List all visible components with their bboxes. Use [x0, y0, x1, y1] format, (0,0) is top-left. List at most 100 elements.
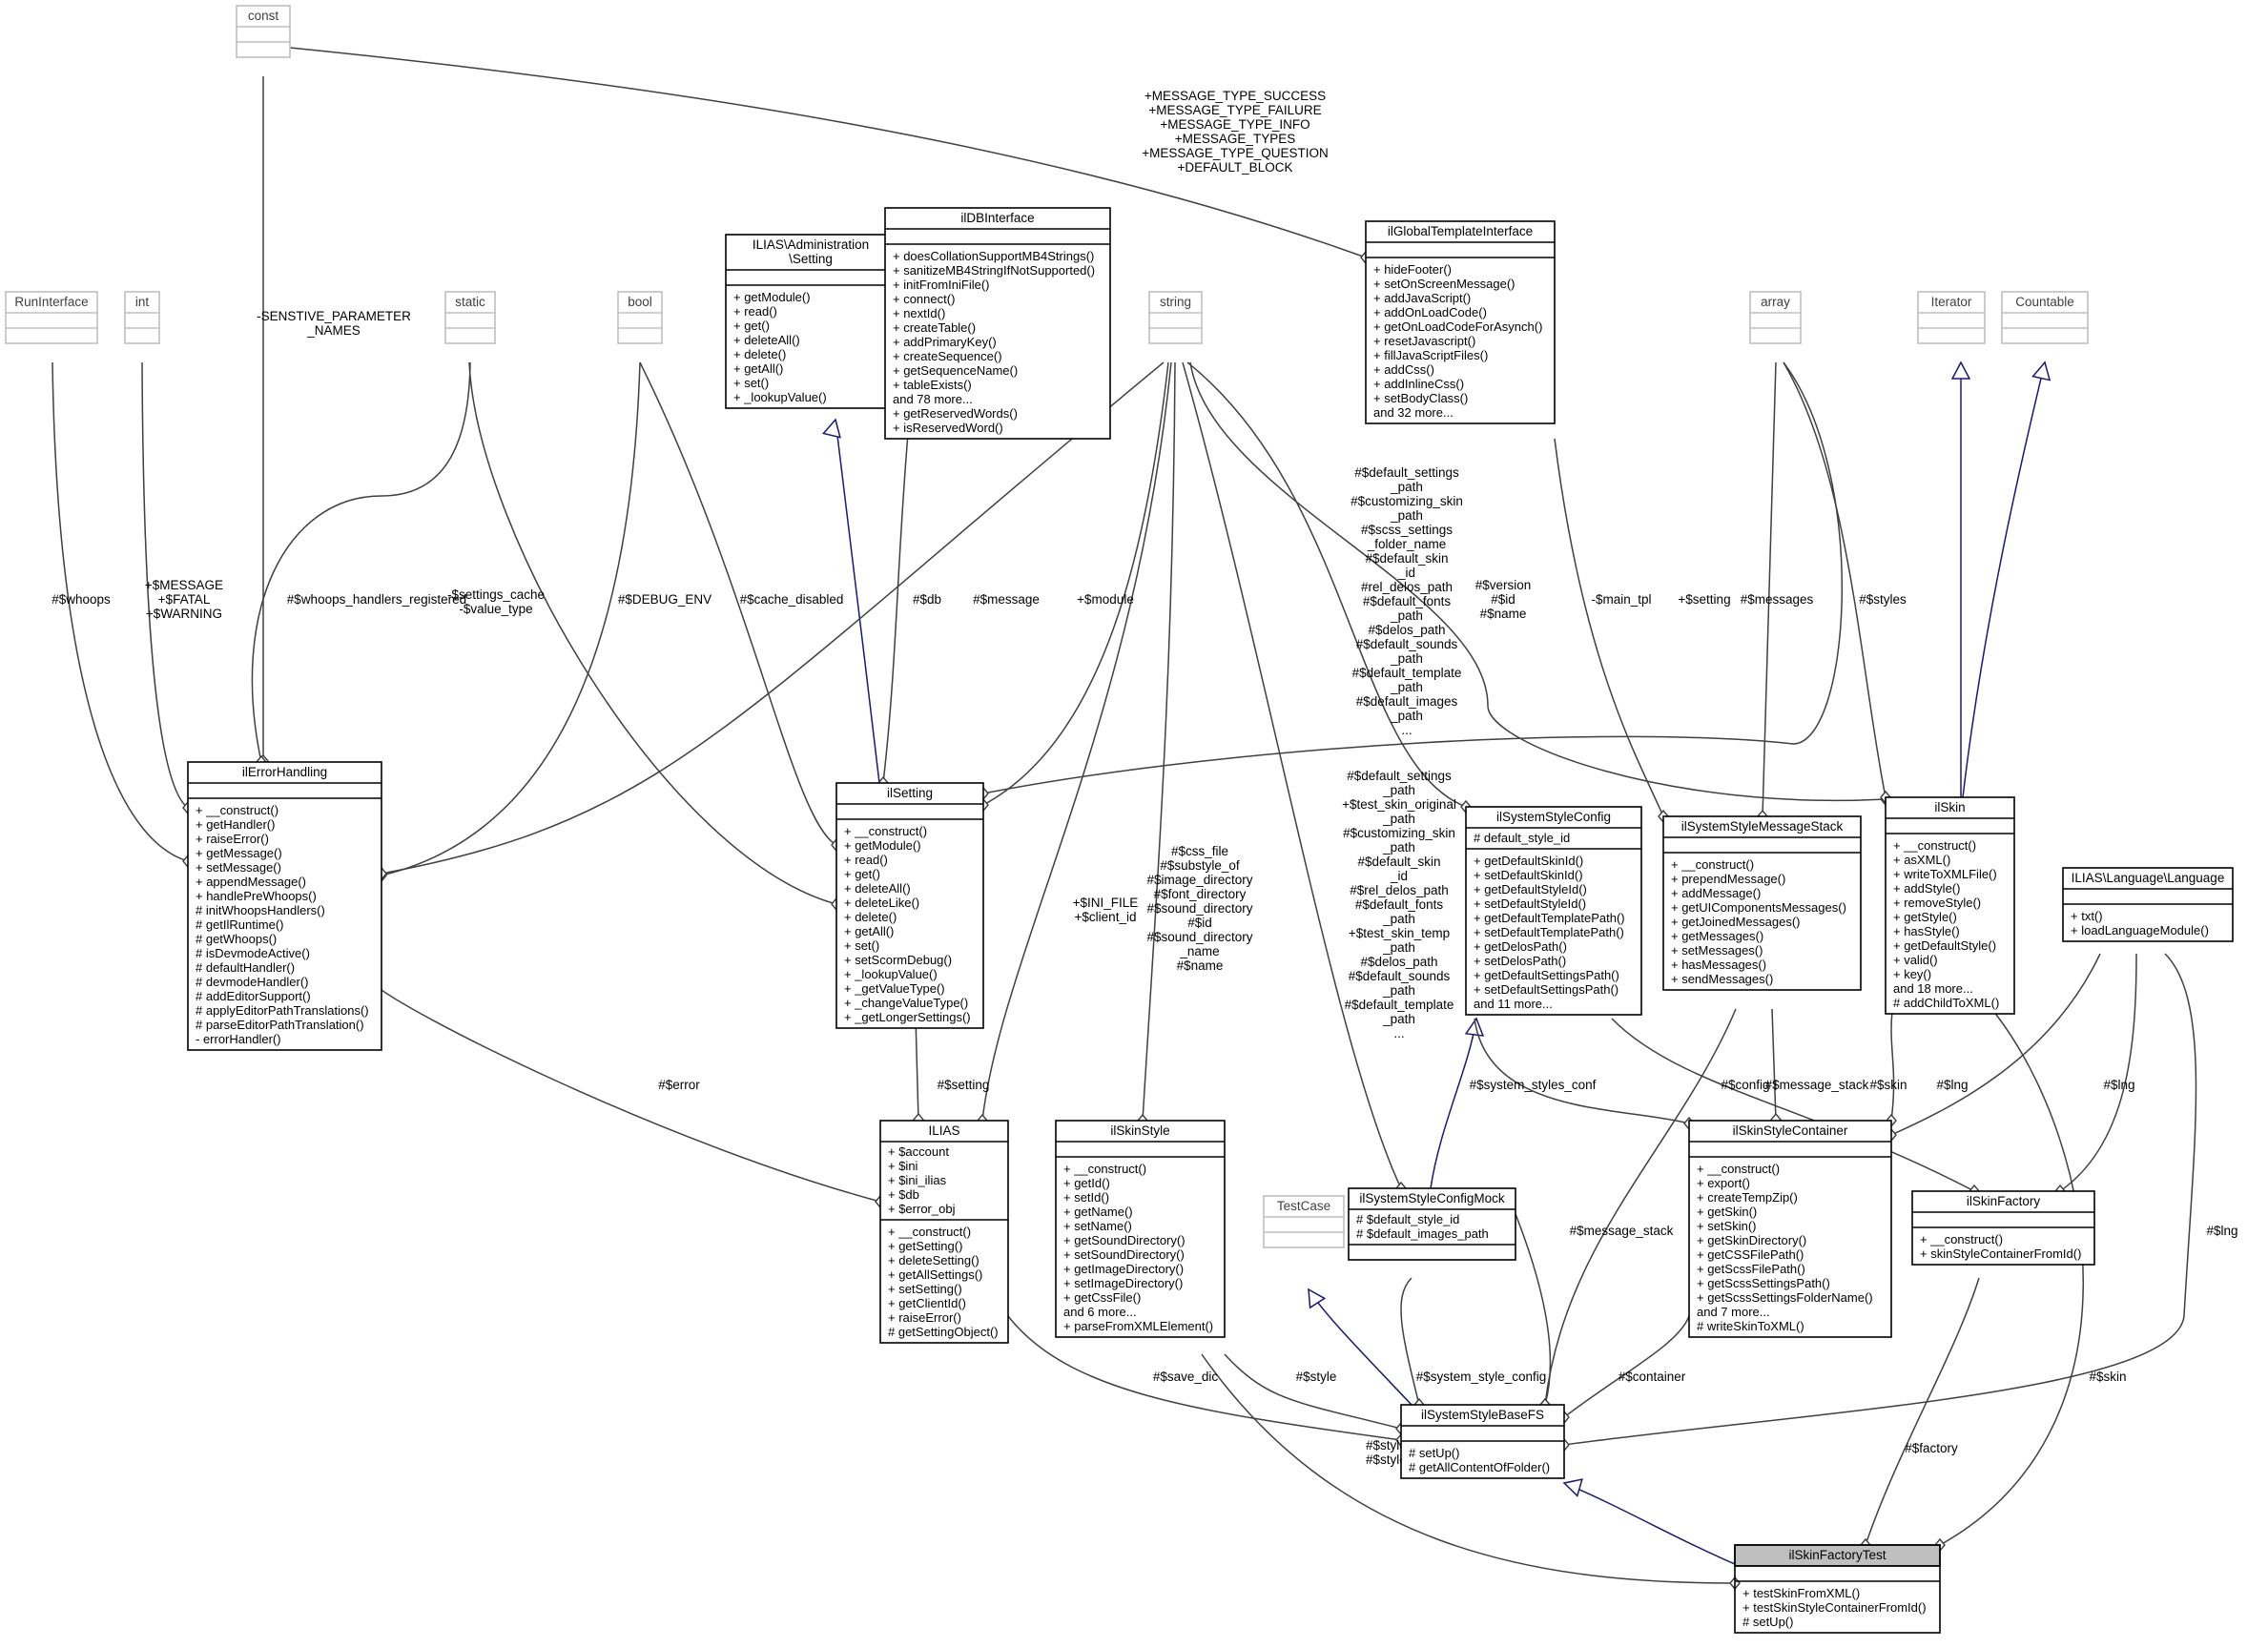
- class-name-line: ilSystemStyleBaseFS: [1421, 1408, 1544, 1422]
- class-attribute: + $db: [888, 1187, 919, 1202]
- class-name-line: Countable: [2015, 295, 2074, 309]
- class-operation: + getStyle(): [1893, 910, 1957, 924]
- inheritance-arrowhead: [1464, 1017, 1485, 1037]
- class-operations: # setUp()# getAllContentOfFolder(): [1409, 1446, 1550, 1474]
- class-operations: + __construct()+ prependMessage()+ addMe…: [1671, 857, 1846, 986]
- class-operations: + txt()+ loadLanguageModule(): [2071, 909, 2209, 937]
- edge-label-whoops: #$whoops: [52, 592, 111, 607]
- class-attribute: + $account: [888, 1144, 949, 1159]
- edge-label-line: #$default_sounds: [1349, 969, 1451, 983]
- class-operation: + getAll(): [844, 924, 894, 938]
- edge-label-main-tpl: -$main_tpl: [1591, 592, 1651, 607]
- class-operation: + getCssFile(): [1063, 1290, 1141, 1305]
- class-box-ilskinstyle: ilSkinStyle+ __construct()+ getId()+ set…: [1055, 1120, 1226, 1338]
- class-operation: + __construct(): [1893, 838, 1976, 853]
- edge-label-sensitive: -SENSTIVE_PARAMETER_NAMES: [257, 309, 411, 338]
- edge-test-skin: [1939, 1010, 2084, 1546]
- class-border: [1148, 291, 1203, 344]
- edge-label-line: _path: [1390, 709, 1423, 723]
- class-attribute: + $ini: [888, 1159, 918, 1173]
- class-operation: + getCSSFilePath(): [1697, 1247, 1804, 1262]
- edge-eh-static: [251, 361, 471, 763]
- class-name-line: Iterator: [1931, 295, 1972, 309]
- class-operation: + _getValueType(): [844, 981, 945, 996]
- edge-setting-bool: [639, 361, 837, 846]
- edge-label-db: #$db: [913, 592, 941, 607]
- class-operation: + fillJavaScriptFiles(): [1373, 348, 1488, 362]
- class-operation: + createTable(): [893, 320, 976, 335]
- class-operation: + read(): [844, 853, 888, 867]
- edge-skin-string: [1189, 361, 1887, 802]
- class-border: [1662, 815, 1862, 991]
- class-name-line: ilSystemStyleConfigMock: [1359, 1191, 1505, 1205]
- edge-label-line: +$MESSAGE: [145, 578, 223, 592]
- edge-label-line: +$INI_FILE: [1073, 896, 1139, 910]
- class-border: [879, 1120, 1009, 1344]
- class-box-adminsetting: ILIAS\Administration\Setting+ getModule(…: [725, 234, 897, 409]
- class-operation: + getDefaultStyle(): [1893, 938, 1996, 953]
- class-operation: + _changeValueType(): [844, 996, 968, 1010]
- class-box-ildbinterface: ilDBInterface+ doesCollationSupportMB4St…: [884, 207, 1111, 440]
- class-operation: + asXML(): [1893, 853, 1950, 867]
- class-operation: - errorHandler(): [196, 1032, 281, 1046]
- edge-label-debug-env: #$DEBUG_ENV: [618, 592, 711, 607]
- edge-label-line: +MESSAGE_TYPE_SUCCESS: [1144, 89, 1326, 103]
- class-operations: + __construct()+ asXML()+ writeToXMLFile…: [1893, 838, 1999, 1010]
- class-operation: + __construct(): [1920, 1232, 2003, 1246]
- class-operation: # applyEditorPathTranslations(): [196, 1003, 369, 1018]
- class-operation: + _getLongerSettings(): [844, 1010, 971, 1024]
- edge-setting-string: [982, 361, 1169, 806]
- class-operation: + getOnLoadCodeForAsynch(): [1373, 319, 1542, 334]
- class-box-language: ILIAS\Language\Language + txt()+ loadLang…: [2062, 867, 2234, 942]
- class-operation: + setSkin(): [1697, 1219, 1757, 1233]
- edge-label-line: #$customizing_skin: [1343, 826, 1455, 840]
- class-operation: + getModule(): [844, 838, 921, 853]
- class-operation: + testSkinFromXML(): [1742, 1586, 1860, 1600]
- class-operation: + delete(): [844, 910, 897, 924]
- class-attribute: # $default_style_id: [1356, 1212, 1459, 1226]
- edge-label-line: +$client_id: [1075, 910, 1137, 924]
- edge-test-basefs: [1563, 1482, 1736, 1565]
- class-operation: + key(): [1893, 967, 1931, 981]
- class-operation: + getMessages(): [1671, 929, 1763, 943]
- class-name-line: ilSystemStyleConfig: [1496, 810, 1611, 824]
- edge-label-system-style-config: #$system_style_config: [1416, 1370, 1547, 1384]
- class-box-ilias: ILIAS+ $account+ $ini+ $ini_ilias+ $db+ …: [879, 1120, 1009, 1344]
- class-operation: + writeToXMLFile(): [1893, 867, 1997, 881]
- class-border: [725, 234, 897, 409]
- class-operation: + delete(): [733, 347, 786, 361]
- edge-label-line: #$system_style_config: [1416, 1370, 1547, 1384]
- inheritance-arrowhead: [1308, 1288, 1327, 1309]
- class-operations: + __construct()+ getId()+ setId()+ getNa…: [1063, 1162, 1213, 1333]
- class-operation: + getName(): [1063, 1205, 1133, 1219]
- class-operations: + __construct()+ getModule()+ read()+ ge…: [844, 824, 971, 1024]
- class-operation: + getScssSettingsFolderName(): [1697, 1290, 1873, 1305]
- class-operation: + set(): [733, 376, 769, 390]
- class-operation: + getAllSettings(): [888, 1267, 982, 1282]
- class-name: ILIAS\Language\Language: [2072, 871, 2225, 885]
- edge-label-style-fields: #$css_file#$substyle_of#$image_directory…: [1146, 844, 1252, 973]
- class-operation: + get(): [733, 319, 770, 333]
- class-operation: + initFromIniFile(): [893, 278, 990, 292]
- class-operation: + getUIComponentsMessages(): [1671, 900, 1846, 915]
- edge-skin-setting: [982, 361, 1844, 794]
- class-box-bool: bool: [617, 291, 663, 344]
- class-operation: + createTempZip(): [1697, 1190, 1798, 1205]
- edge-label-line: -$settings_cache: [447, 587, 545, 602]
- class-operation: and 78 more...: [893, 392, 973, 406]
- class-operation: + addInlineCss(): [1373, 377, 1464, 391]
- edge-label-line: #$default_settings: [1347, 769, 1452, 783]
- class-operations: + doesCollationSupportMB4Strings()+ sani…: [893, 249, 1095, 435]
- class-border: [187, 761, 382, 1051]
- class-name-line: array: [1761, 295, 1790, 309]
- edge-label-line: _path: [1390, 480, 1423, 494]
- edge-label-line: #$customizing_skin: [1350, 494, 1463, 508]
- class-border: [835, 782, 984, 1029]
- class-name: ilSkinFactoryTest: [1788, 1548, 1886, 1562]
- edge-label-line: +MESSAGE_TYPE_QUESTION: [1142, 146, 1328, 160]
- class-operation: # setUp(): [1409, 1446, 1459, 1460]
- edge-label-line: +$module: [1077, 592, 1134, 607]
- class-operation: + setImageDirectory(): [1063, 1276, 1183, 1290]
- class-operation: + _lookupValue(): [733, 390, 827, 404]
